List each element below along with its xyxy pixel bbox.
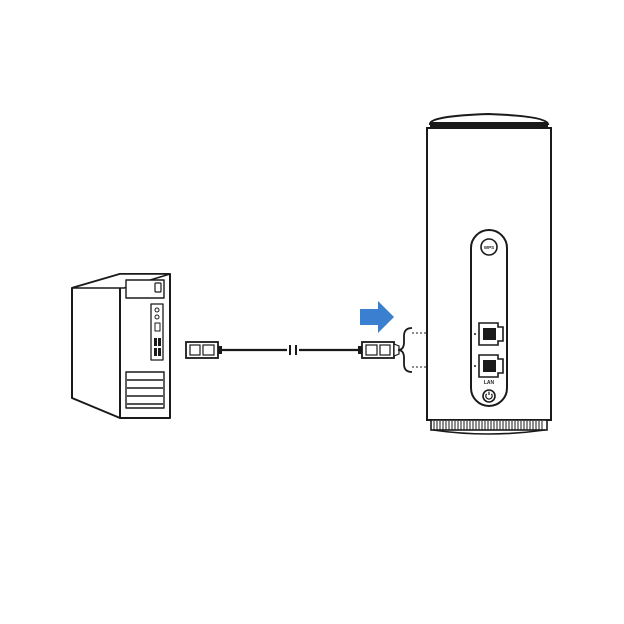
cpe-router-icon: WPS LAN xyxy=(427,114,551,434)
cable-plug-right xyxy=(358,342,399,358)
ethernet-cable-icon xyxy=(186,342,399,358)
lan-port-2 xyxy=(474,355,503,377)
lan-port-1 xyxy=(474,323,503,345)
arrow-right-icon xyxy=(360,301,394,333)
desktop-tower-icon xyxy=(72,274,170,418)
lan-label: LAN xyxy=(484,380,495,386)
power-icon xyxy=(483,390,495,402)
cable-plug-left xyxy=(186,342,222,358)
wps-label: WPS xyxy=(484,245,494,250)
